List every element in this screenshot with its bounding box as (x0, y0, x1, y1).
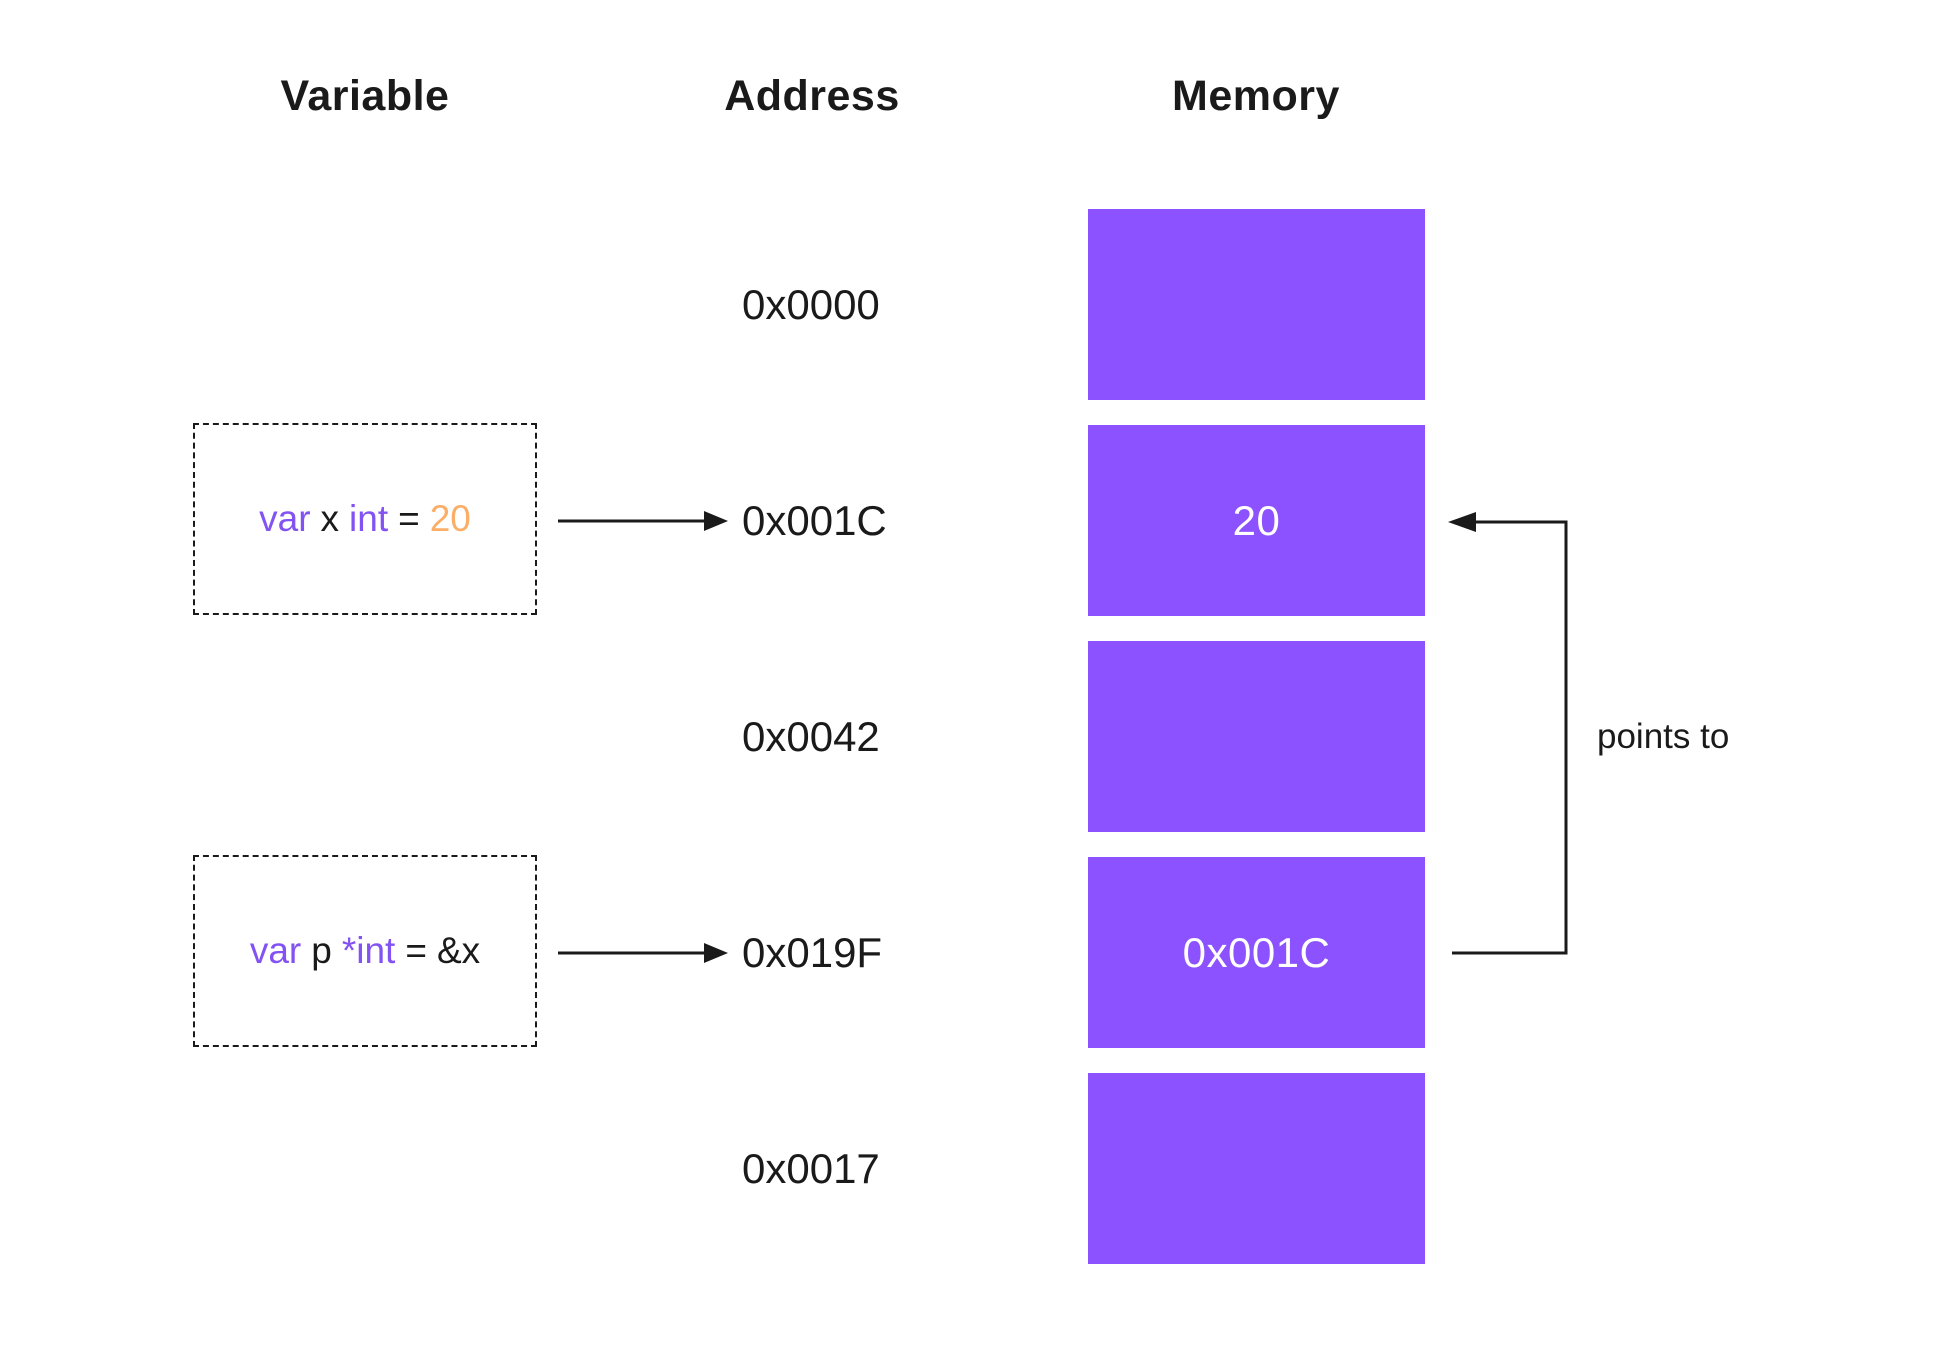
memory-cell-0x019F: 0x001C (1088, 857, 1425, 1048)
points-to-arrow (1448, 512, 1568, 955)
keyword-var: var (259, 498, 311, 539)
address-label-0x0017: 0x0017 (742, 1145, 880, 1192)
memory-cell-value: 20 (1232, 496, 1281, 544)
memory-cell-0x001C: 20 (1088, 425, 1425, 616)
var-name-x: x (320, 498, 340, 539)
column-header-memory: Memory (1172, 72, 1340, 120)
memory-cell-0x0000 (1088, 209, 1425, 400)
var-name-p: p (311, 930, 332, 971)
value-20: 20 (429, 498, 471, 539)
keyword-var: var (249, 930, 302, 971)
address-label-0x019F: 0x019F (742, 929, 883, 976)
address-label-0x0000: 0x0000 (742, 281, 880, 328)
equals-sign: = (405, 930, 427, 971)
column-header-variable: Variable (280, 72, 450, 120)
arrow-var-x-to-address (558, 511, 728, 531)
address-label-0x001C: 0x001C (742, 497, 887, 544)
address-label-0x0042: 0x0042 (742, 713, 880, 760)
type-int: int (349, 498, 389, 539)
type-pointer-int: *int (341, 930, 396, 971)
points-to-label: points to (1597, 717, 1730, 756)
memory-cell-0x0017 (1088, 1073, 1425, 1264)
equals-sign: = (398, 498, 420, 539)
memory-cell-0x0042 (1088, 641, 1425, 832)
column-header-address: Address (724, 72, 900, 120)
value-address-of-x: &x (436, 930, 481, 971)
memory-cell-value: 0x001C (1182, 928, 1331, 976)
arrow-var-p-to-address (558, 943, 728, 963)
